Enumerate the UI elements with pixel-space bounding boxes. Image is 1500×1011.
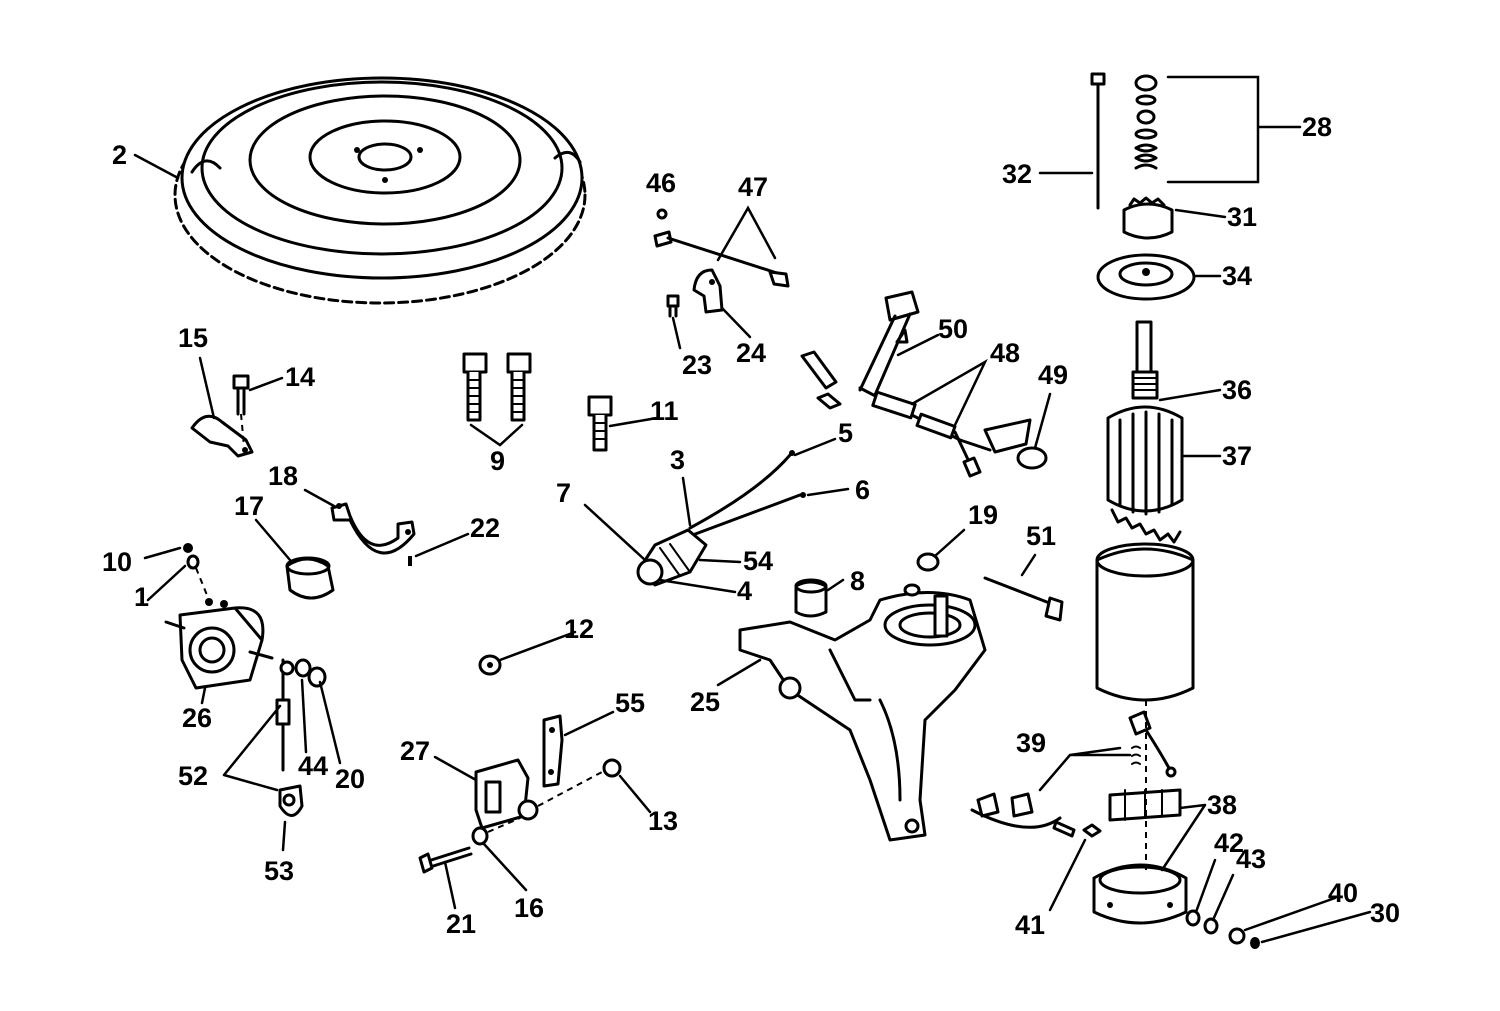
label-30: 30 bbox=[1370, 898, 1400, 928]
label-13: 13 bbox=[648, 806, 678, 836]
cable-terminals bbox=[275, 658, 327, 817]
label-1: 1 bbox=[134, 582, 149, 612]
label-44: 44 bbox=[298, 751, 328, 781]
label-24: 24 bbox=[736, 338, 766, 368]
label-4: 4 bbox=[737, 576, 752, 606]
label-2: 2 bbox=[112, 140, 127, 170]
label-47: 47 bbox=[738, 172, 768, 202]
label-38: 38 bbox=[1207, 790, 1237, 820]
sensor-assembly bbox=[636, 450, 806, 587]
cable-harness bbox=[800, 290, 1048, 478]
label-42: 42 bbox=[1214, 828, 1244, 858]
label-50: 50 bbox=[938, 314, 968, 344]
label-46: 46 bbox=[646, 168, 676, 198]
label-28: 28 bbox=[1302, 112, 1332, 142]
band-and-strap bbox=[285, 502, 416, 600]
label-43: 43 bbox=[1236, 844, 1266, 874]
relay-assembly bbox=[418, 714, 622, 874]
label-31: 31 bbox=[1227, 202, 1257, 232]
label-37: 37 bbox=[1222, 441, 1252, 471]
label-32: 32 bbox=[1002, 159, 1032, 189]
label-5: 5 bbox=[838, 418, 853, 448]
clamp-bracket bbox=[190, 374, 254, 458]
label-54: 54 bbox=[743, 546, 773, 576]
label-18: 18 bbox=[268, 461, 298, 491]
label-52: 52 bbox=[178, 761, 208, 791]
bolt-11 bbox=[587, 395, 613, 452]
label-41: 41 bbox=[1015, 910, 1045, 940]
label-17: 17 bbox=[234, 491, 264, 521]
flywheel bbox=[173, 76, 587, 305]
label-10: 10 bbox=[102, 547, 132, 577]
solenoid bbox=[164, 543, 274, 690]
label-14: 14 bbox=[285, 362, 315, 392]
label-6: 6 bbox=[855, 475, 870, 505]
label-26: 26 bbox=[182, 703, 212, 733]
label-25: 25 bbox=[690, 687, 720, 717]
label-53: 53 bbox=[264, 856, 294, 886]
mounting-bracket bbox=[738, 583, 987, 842]
callout-labels: 2 28 32 31 34 36 37 39 38 42 43 40 30 41… bbox=[102, 112, 1400, 940]
label-48: 48 bbox=[990, 338, 1020, 368]
label-39: 39 bbox=[1016, 728, 1046, 758]
label-55: 55 bbox=[615, 688, 645, 718]
label-51: 51 bbox=[1026, 521, 1056, 551]
label-40: 40 bbox=[1328, 878, 1358, 908]
label-16: 16 bbox=[514, 893, 544, 923]
label-27: 27 bbox=[400, 736, 430, 766]
leader-lines bbox=[133, 75, 1372, 944]
label-11: 11 bbox=[650, 396, 679, 426]
label-21: 21 bbox=[446, 909, 476, 939]
label-15: 15 bbox=[178, 323, 208, 353]
label-20: 20 bbox=[335, 764, 365, 794]
label-7: 7 bbox=[556, 478, 571, 508]
bolts-pair bbox=[462, 352, 532, 422]
label-9: 9 bbox=[490, 446, 505, 476]
label-8: 8 bbox=[850, 566, 865, 596]
label-12: 12 bbox=[564, 614, 594, 644]
label-22: 22 bbox=[470, 513, 500, 543]
small-hardware-center bbox=[478, 552, 1064, 676]
label-3: 3 bbox=[670, 445, 685, 475]
label-23: 23 bbox=[682, 350, 712, 380]
label-36: 36 bbox=[1222, 375, 1252, 405]
label-19: 19 bbox=[968, 500, 998, 530]
label-49: 49 bbox=[1038, 360, 1068, 390]
end-cap-assembly bbox=[970, 700, 1260, 949]
starter-assembly bbox=[1090, 72, 1196, 702]
wire-clips bbox=[653, 208, 790, 318]
label-34: 34 bbox=[1222, 261, 1252, 291]
